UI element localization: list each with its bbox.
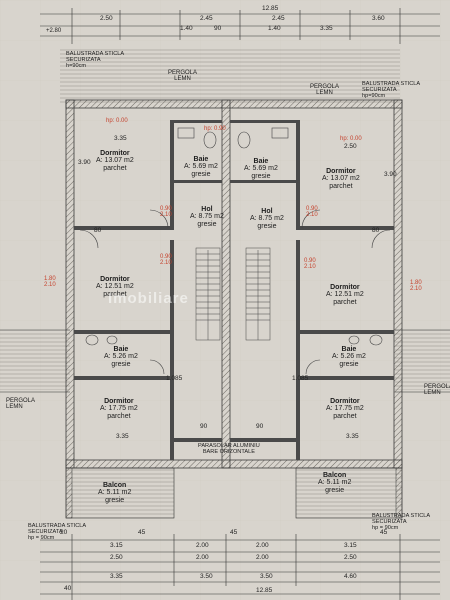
inner-dim-90a: 90	[200, 423, 208, 430]
door-swings	[79, 209, 391, 375]
pergola-note-left: PERGOLA LEMN	[6, 398, 36, 411]
bottom-dim-c: 45	[230, 529, 238, 536]
bottom-balconies	[65, 467, 403, 519]
bottom-dim-h: 3.15	[344, 542, 357, 549]
hp-mark-a: hp: 0.00	[106, 118, 128, 124]
hp-mark-b: hp: 0.90	[204, 126, 226, 132]
inner-dim-90b: 90	[256, 423, 264, 430]
door-mark-3: 0.90 2.10	[160, 254, 172, 267]
inner-dim-335c: 3.35	[346, 433, 359, 440]
bottom-dim-g: 2.00	[256, 542, 269, 549]
bottom-dimension-lines	[40, 534, 440, 600]
balustrade-note-bottom-left: BALUSTRADA STICLA SECURIZATA hp = 90cm	[28, 523, 87, 541]
inner-dim-1085b: 1.085	[292, 375, 309, 382]
inner-dim-1085a: 1.085	[166, 375, 183, 382]
inner-dim-250: 2.50	[344, 143, 357, 150]
bottom-dim-o: 3.50	[260, 573, 273, 580]
staircase	[195, 247, 271, 341]
inner-walls	[74, 120, 394, 460]
top-total-dimension: 12.85	[262, 5, 279, 12]
pergola-note-right: PERGOLA LEMN	[424, 384, 450, 397]
inner-dim-390a: 3.90	[78, 159, 91, 166]
door-mark-1: 0.90 2.10	[160, 206, 172, 219]
inner-dim-390b: 3.90	[384, 171, 397, 178]
bottom-dim-p: 4.60	[344, 573, 357, 580]
bottom-dim-a: 20	[60, 529, 68, 536]
window-mark-right: 1.80 2.10	[410, 280, 422, 293]
bottom-dim-j: 2.00	[196, 554, 209, 561]
bottom-total-dimension: 12.85	[256, 587, 273, 594]
inner-dim-80b: 80	[372, 227, 380, 234]
bottom-dim-m: 3.35	[110, 573, 123, 580]
level-marker: +2.80	[46, 28, 62, 34]
watermark: Imobiliare	[108, 290, 189, 307]
parasolar-note: PARASOLAR ALUMINIU BARE ORIZONTALE	[198, 443, 260, 455]
bottom-dim-i: 2.50	[110, 554, 123, 561]
bottom-dim-l: 2.50	[344, 554, 357, 561]
bottom-dim-q: 40	[64, 585, 72, 592]
top-dim-3: 2.45	[272, 15, 285, 22]
balustrade-note-bottom-right: BALUSTRADA STICLA SECURIZATA hp = 90cm	[372, 513, 431, 531]
top-dim-7: 1.40	[268, 25, 281, 32]
outer-walls	[65, 99, 403, 469]
top-pergola-area	[60, 48, 400, 104]
bottom-dim-d: 45	[380, 529, 388, 536]
window-mark-left: 1.80 2.10	[44, 276, 56, 289]
bottom-dim-f: 2.00	[196, 542, 209, 549]
bottom-dim-n: 3.50	[200, 573, 213, 580]
top-dim-1: 2.50	[100, 15, 113, 22]
pergola-note-top-right: PERGOLA LEMN	[310, 84, 340, 97]
top-dim-4: 3.60	[372, 15, 385, 22]
top-dimension-lines	[40, 8, 440, 44]
top-dim-8: 3.35	[320, 25, 333, 32]
inner-dim-80a: 80	[94, 227, 102, 234]
bottom-dim-e: 3.15	[110, 542, 123, 549]
balustrade-note-top-left: BALUSTRADA STICLA SECURIZATA h=90cm	[66, 51, 125, 69]
top-dim-5: 1.40	[180, 25, 193, 32]
top-dim-2: 2.45	[200, 15, 213, 22]
door-mark-2: 0.90 2.10	[306, 206, 318, 219]
hp-mark-c: hp: 0.00	[340, 136, 362, 142]
top-dim-6: 90	[214, 25, 222, 32]
bathroom-fixtures	[85, 127, 383, 346]
right-pergola-area	[395, 330, 450, 390]
left-pergola-area	[0, 330, 70, 390]
door-mark-4: 0.90 2.10	[304, 258, 316, 271]
inner-dim-335b: 3.35	[116, 433, 129, 440]
inner-dim-335a: 3.35	[114, 135, 127, 142]
bottom-dim-k: 2.00	[256, 554, 269, 561]
pergola-note-top-left: PERGOLA LEMN	[168, 70, 198, 83]
bottom-dim-b: 45	[138, 529, 146, 536]
balustrade-note-top-right: BALUSTRADA STICLA SECURIZATA hp=90cm	[362, 81, 421, 99]
